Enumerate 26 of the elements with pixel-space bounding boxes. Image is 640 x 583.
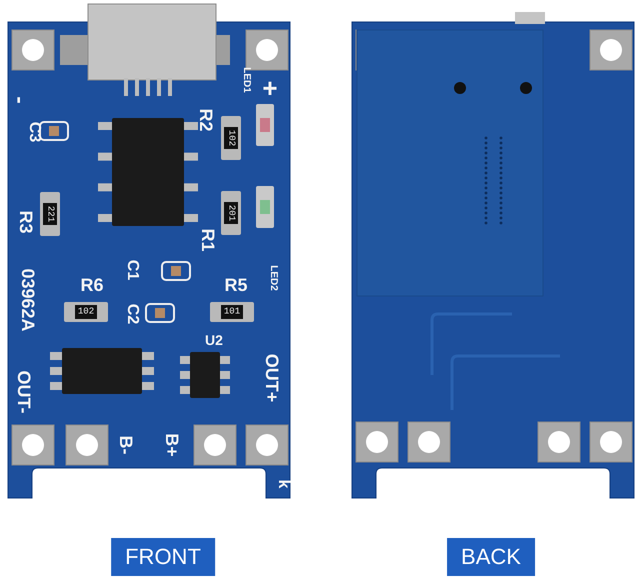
silkscreen-label: k: [275, 480, 291, 488]
silkscreen-label: C2: [124, 304, 140, 324]
silkscreen-label: R3: [17, 210, 35, 234]
resistor-code: 102: [78, 308, 94, 316]
silkscreen-label: OUT+: [263, 354, 281, 402]
silkscreen-label: OUT-: [15, 370, 33, 414]
silkscreen-label: R5: [224, 276, 248, 294]
silkscreen-label: +: [262, 75, 278, 101]
silkscreen-label: C1: [124, 260, 140, 280]
resistor-code: 221: [46, 206, 54, 222]
resistor-code: 201: [226, 204, 236, 222]
silkscreen-label: R1: [199, 228, 217, 252]
silkscreen-label: B+: [163, 433, 181, 457]
silkscreen-label: 03962A: [19, 268, 37, 332]
resistor-code: 101: [224, 308, 240, 316]
silkscreen-label: B-: [117, 436, 135, 454]
silkscreen-label: -: [9, 96, 31, 104]
silkscreen-label: LED1: [241, 67, 251, 93]
view-label: FRONT: [111, 538, 215, 576]
silkscreen-label: U2: [205, 333, 223, 347]
view-label: BACK: [447, 538, 535, 576]
silkscreen-label: LED2: [268, 265, 278, 291]
silkscreen-label: C3: [26, 122, 42, 142]
resistor-code: 102: [226, 130, 236, 146]
silkscreen-label: R6: [80, 276, 104, 294]
silkscreen-label: R2: [197, 108, 215, 132]
